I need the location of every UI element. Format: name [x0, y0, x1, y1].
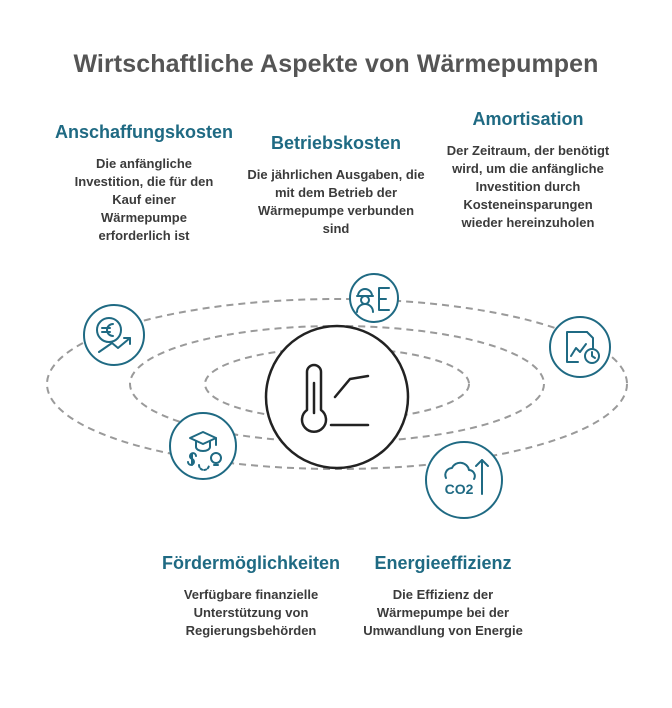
aspect-description: Die anfängliche Investition, die für den… [74, 156, 214, 243]
co2-label: CO2 [445, 481, 474, 497]
aspect-heading: Betriebskosten [270, 133, 402, 153]
orbit-ring-inner [204, 347, 470, 421]
euro-growth-icon [83, 304, 145, 366]
aspect-heading: Energieeffizienz [374, 553, 512, 573]
aspect-heading: Anschaffungskosten [54, 122, 234, 142]
aspect-betriebskosten: Betriebskosten Die jährlichen Ausgaben, … [236, 133, 436, 238]
page-title: Wirtschaftliche Aspekte von Wärmepumpen [73, 50, 599, 78]
aspect-heading: Amortisation [472, 109, 584, 129]
aspect-description: Verfügbare finanzielle Unterstützung von… [183, 587, 319, 638]
aspect-description: Der Zeitraum, der benötigt wird, um die … [446, 143, 610, 230]
aspect-energieeffizienz: Energieeffizienz Die Effizienz der Wärme… [343, 553, 543, 640]
aspect-description: Die jährlichen Ausgaben, die mit dem Bet… [247, 167, 425, 236]
thermometer-trend-icon [264, 324, 410, 470]
aspect-amortisation: Amortisation Der Zeitraum, der benötigt … [428, 109, 628, 232]
aspect-anschaffungskosten: Anschaffungskosten Die anfängliche Inves… [44, 122, 244, 245]
aspect-heading: Fördermöglichkeiten [161, 553, 341, 573]
chart-clock-icon [549, 316, 611, 378]
grant-education-icon [169, 412, 237, 480]
co2-cloud-arrow-icon: CO2 [425, 441, 503, 519]
worker-with-list-icon [349, 273, 399, 323]
aspect-description: Die Effizienz der Wärmepumpe bei der Umw… [363, 587, 523, 638]
aspect-foerdermoeglichkeiten: Fördermöglichkeiten Verfügbare finanziel… [148, 553, 354, 640]
